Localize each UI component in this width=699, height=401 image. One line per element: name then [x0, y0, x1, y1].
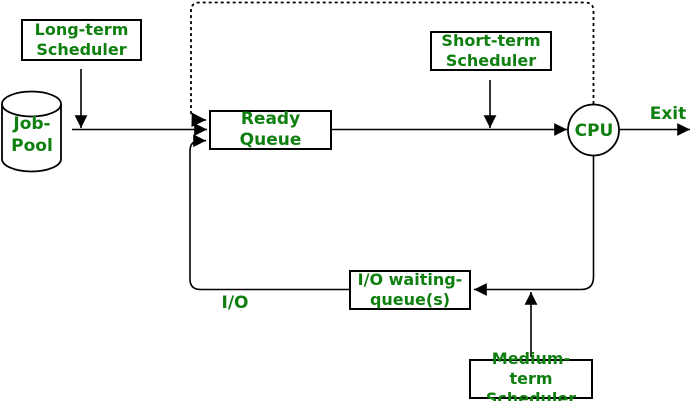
label-io: I/O — [221, 293, 249, 313]
label-exit: Exit — [649, 104, 687, 124]
node-short-term-scheduler: Short-term Scheduler — [430, 31, 552, 71]
edge-io-queue-to-ready-queue — [189, 134, 349, 291]
label-cpu: CPU — [574, 121, 614, 141]
label-job-pool: Job- Pool — [11, 114, 53, 157]
cpu-circle — [567, 103, 620, 157]
edge-cpu-preemption-dashed — [190, 1, 595, 127]
node-io-waiting-queue: I/O waiting- queue(s) — [349, 270, 471, 310]
job-pool-cylinder — [1, 90, 62, 173]
node-ready-queue: Ready Queue — [209, 109, 332, 150]
node-medium-term-scheduler: Medium-term Scheduler — [469, 349, 593, 401]
edge-cpu-to-io-queue — [474, 155, 595, 296]
node-long-term-scheduler: Long-term Scheduler — [21, 19, 142, 61]
